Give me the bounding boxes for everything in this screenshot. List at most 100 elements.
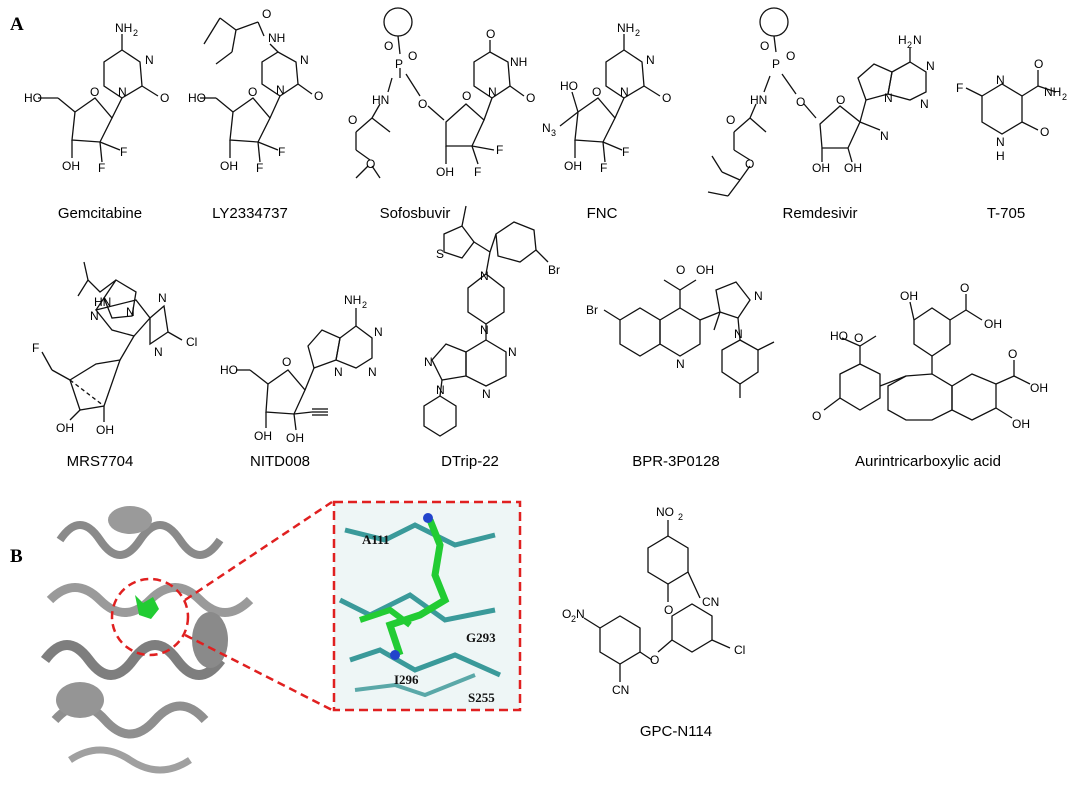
svg-text:2: 2 (362, 300, 367, 310)
structure-dtrip22: S Br N N N N N N (423, 205, 560, 437)
svg-text:N: N (676, 357, 685, 371)
svg-text:N: N (424, 355, 433, 369)
svg-text:F: F (496, 143, 503, 157)
svg-text:OH: OH (56, 421, 74, 435)
svg-text:P: P (772, 57, 780, 71)
svg-text:OH: OH (984, 317, 1002, 331)
svg-text:N: N (920, 97, 929, 111)
svg-text:O: O (960, 281, 969, 295)
svg-text:2: 2 (133, 28, 138, 38)
svg-text:O: O (408, 49, 417, 63)
svg-text:OH: OH (96, 423, 114, 437)
svg-text:F: F (278, 145, 285, 159)
svg-text:O: O (418, 97, 427, 111)
svg-text:Cl: Cl (734, 643, 745, 657)
svg-text:OH: OH (254, 429, 272, 443)
svg-text:O: O (1008, 347, 1017, 361)
svg-text:N: N (480, 323, 489, 337)
panel-b-label: B (10, 546, 23, 567)
svg-text:O: O (462, 89, 471, 103)
residue-label: A111 (362, 532, 389, 547)
svg-text:O: O (1040, 125, 1049, 139)
svg-text:O: O (314, 89, 323, 103)
svg-text:HN: HN (750, 93, 767, 107)
svg-text:F: F (32, 341, 39, 355)
structure-aurintricarboxylic-acid: OH O OH O HO O O OH OH (812, 281, 1048, 431)
svg-text:OH: OH (900, 289, 918, 303)
svg-text:O: O (160, 91, 169, 105)
svg-text:O: O (1034, 57, 1043, 71)
svg-text:2: 2 (907, 40, 912, 50)
svg-text:O: O (786, 49, 795, 63)
svg-text:N: N (482, 387, 491, 401)
svg-text:OH: OH (812, 161, 830, 175)
residue-label: I296 (394, 672, 419, 687)
svg-text:O: O (592, 85, 601, 99)
binding-site-zoom: A111 G293 I296 S255 (332, 500, 522, 712)
svg-text:O: O (366, 157, 375, 171)
svg-text:O: O (348, 113, 357, 127)
svg-text:F: F (256, 161, 263, 175)
zoom-line-bottom (184, 633, 333, 712)
svg-text:N: N (508, 345, 517, 359)
svg-text:N: N (913, 33, 922, 47)
svg-text:N: N (436, 383, 445, 397)
svg-text:F: F (622, 145, 629, 159)
svg-text:O: O (760, 39, 769, 53)
svg-text:O: O (796, 95, 805, 109)
svg-text:F: F (120, 145, 127, 159)
svg-text:S: S (436, 247, 444, 261)
svg-text:O: O (662, 91, 671, 105)
svg-text:HN: HN (372, 93, 389, 107)
protein-structure-image (40, 492, 258, 774)
svg-text:NH: NH (115, 21, 132, 35)
svg-text:CN: CN (702, 595, 719, 609)
svg-text:O: O (262, 7, 271, 21)
svg-text:OH: OH (564, 159, 582, 173)
compound-name: LY2334737 (212, 205, 288, 222)
svg-text:O: O (384, 39, 393, 53)
structure-bpr3p0128: O OH Br N N N (586, 263, 775, 398)
compound-name: FNC (587, 205, 618, 222)
compound-name: DTrip-22 (441, 453, 499, 470)
svg-text:2: 2 (571, 614, 576, 624)
compound-name: Remdesivir (782, 205, 857, 222)
svg-text:O: O (664, 603, 673, 617)
svg-text:N: N (276, 83, 285, 97)
svg-text:N: N (576, 607, 585, 621)
svg-text:Br: Br (586, 303, 598, 317)
svg-text:F: F (956, 81, 963, 95)
svg-text:N: N (996, 135, 1005, 149)
svg-text:OH: OH (436, 165, 454, 179)
svg-text:OH: OH (1012, 417, 1030, 431)
svg-text:Cl: Cl (186, 335, 197, 349)
compound-name: Sofosbuvir (380, 205, 451, 222)
svg-text:NH: NH (617, 21, 634, 35)
svg-text:N: N (646, 53, 655, 67)
svg-text:N: N (734, 327, 743, 341)
svg-text:N: N (126, 305, 135, 319)
svg-text:OH: OH (844, 161, 862, 175)
svg-text:O: O (486, 27, 495, 41)
compound-name: NITD008 (250, 453, 310, 470)
svg-text:O: O (90, 85, 99, 99)
compound-name: T-705 (987, 205, 1025, 222)
svg-text:N: N (542, 121, 551, 135)
svg-text:N: N (300, 53, 309, 67)
svg-text:3: 3 (551, 128, 556, 138)
svg-text:Br: Br (548, 263, 560, 277)
structure-sofosbuvir: P O O HN O O O N NH O O O OH F F (348, 7, 535, 179)
svg-text:N: N (368, 365, 377, 379)
svg-text:HO: HO (560, 79, 578, 93)
compound-name: MRS7704 (67, 453, 134, 470)
panel-a-label: A (10, 14, 24, 35)
compound-name: Aurintricarboxylic acid (855, 453, 1001, 470)
svg-text:OH: OH (286, 431, 304, 445)
compound-name-gpc-n114: GPC-N114 (640, 723, 712, 740)
svg-text:O: O (248, 85, 257, 99)
